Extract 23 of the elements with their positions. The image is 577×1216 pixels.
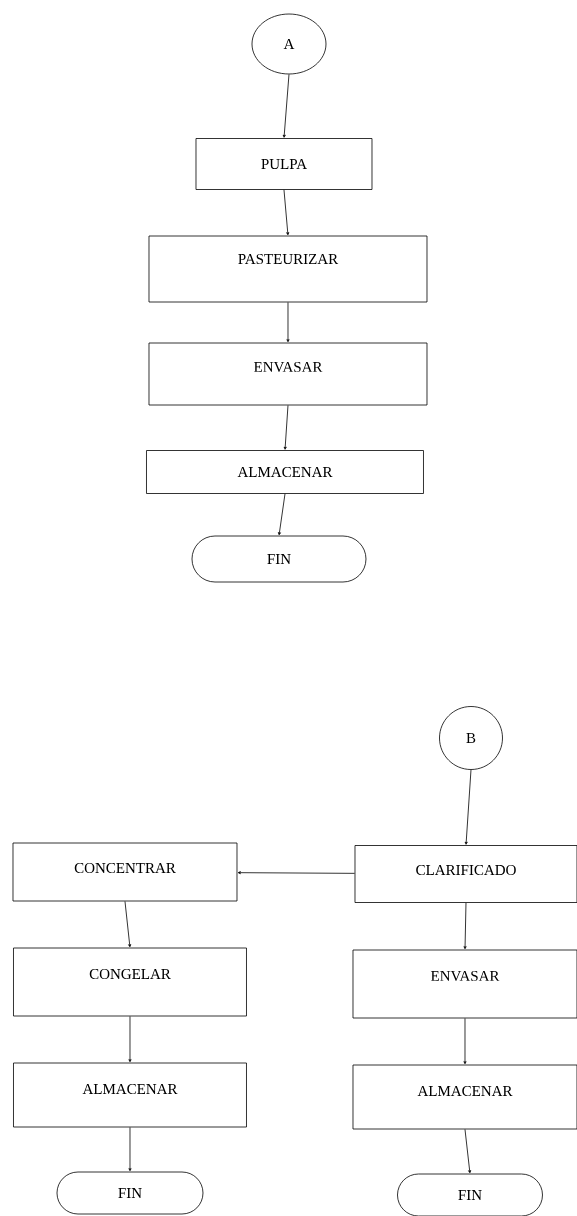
process-box: PASTEURIZAR [148,235,428,303]
arrow [124,901,132,948]
process-box: ALMACENAR [146,450,424,494]
arrow [237,871,355,875]
arrow [286,302,290,343]
arrow [463,1018,467,1065]
arrow [464,769,472,845]
process-box: ENVASAR [352,949,577,1019]
arrow [463,902,467,950]
process-box: ALMACENAR [13,1062,247,1128]
process-box: ENVASAR [148,342,428,406]
process-box: PULPA [195,138,373,190]
arrow [464,1129,472,1174]
arrow [128,1127,132,1172]
arrow [283,189,290,236]
process-box: CLARIFICADO [354,845,577,903]
process-box: CONCENTRAR [12,842,238,902]
arrow [282,74,290,138]
arrow [128,1016,132,1063]
arrow [283,405,289,450]
process-box: ALMACENAR [352,1064,577,1130]
arrow [277,493,286,536]
process-box: CONGELAR [13,947,247,1017]
